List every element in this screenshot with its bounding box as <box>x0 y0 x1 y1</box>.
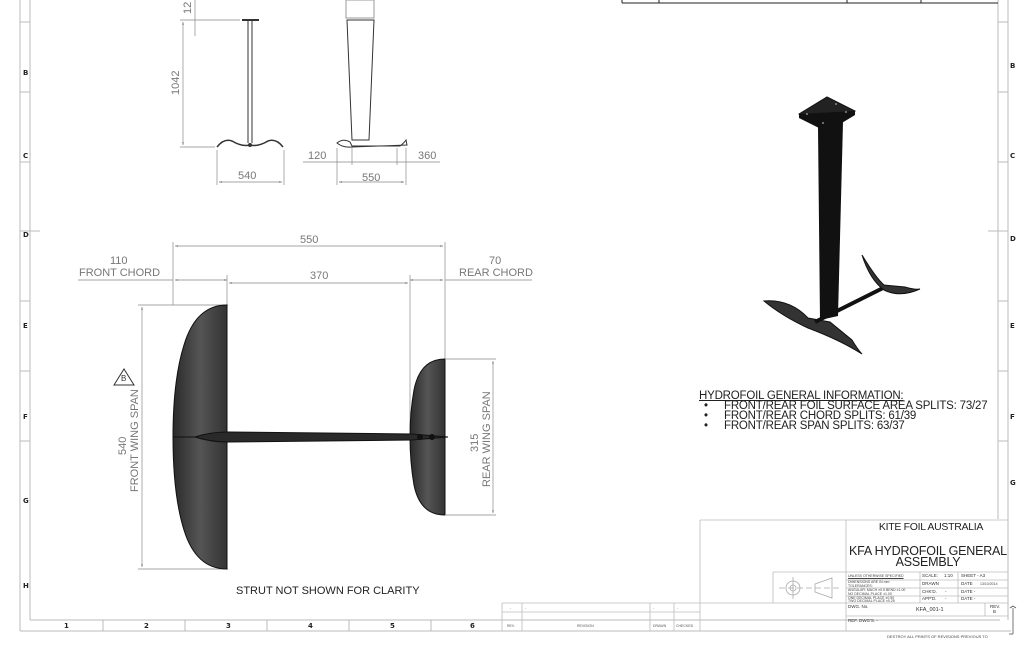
dim-strut-height: 1042 <box>170 70 182 95</box>
destroy-notice: DESTROY ALL PRINTS OF REVISIONS PREVIOUS… <box>887 634 988 639</box>
dim-rear-span-value: 315 <box>469 433 481 452</box>
rev-label: REV. <box>990 604 1001 609</box>
zone-label-f: F <box>23 413 28 421</box>
zone-label-5: 5 <box>390 622 395 630</box>
info-item-chord: FRONT/REAR CHORD SPLITS: 61/39 <box>704 410 987 422</box>
dim-rear-span-label: REAR WING SPAN <box>481 391 493 487</box>
rev-row-drawn: - <box>653 606 655 610</box>
zone-label-b-right: B <box>1010 62 1016 70</box>
scale-label: SCALE: <box>922 573 939 578</box>
tolerance-line-5: ONE DECIMAL PLACE ±0.50 <box>848 596 895 600</box>
zone-label-c: C <box>23 152 29 160</box>
front-view <box>216 19 284 148</box>
iso-view <box>762 96 921 355</box>
appd-date: DATE - <box>961 596 976 601</box>
dim-front-span-value: 540 <box>117 436 129 455</box>
top-view-dims <box>78 242 532 570</box>
revision-table-lines <box>501 602 701 631</box>
sheet-size: SHEET - A3 <box>961 573 986 578</box>
sheet-border <box>19 0 1011 632</box>
rev-row-rev: - <box>510 606 512 610</box>
zone-label-4: 4 <box>308 622 313 630</box>
rev-header-revision: REVISION <box>577 624 594 628</box>
dim-front-chord-value: 110 <box>110 255 128 267</box>
tolerance-heading: UNLESS OTHERWISE SPECIFIED <box>848 574 904 578</box>
side-view-dims <box>303 148 440 185</box>
scale-value: 1:10 <box>944 573 953 578</box>
destroy-notice-bracket <box>1009 605 1017 635</box>
zone-label-d-right: D <box>1010 235 1016 243</box>
drawing-title-line1: KFA HYDROFOIL GENERAL <box>849 544 1007 558</box>
ref-dwgs: REF. DWG'S. - <box>848 618 878 623</box>
zone-label-6: 6 <box>470 622 475 630</box>
zone-label-e-right: E <box>1010 322 1015 330</box>
tolerance-line-4: NO DECIMAL PLACE ±1.00 <box>848 592 892 596</box>
dim-front-chord-label: FRONT CHORD <box>79 267 161 279</box>
general-info-title: HYDROFOIL GENERAL INFORMATION: <box>699 390 904 402</box>
rev-row-revision: - <box>525 606 527 610</box>
zone-label-e: E <box>23 322 28 330</box>
zone-label-c-right: C <box>1010 152 1016 160</box>
dim-overall: 550 <box>300 234 319 246</box>
zone-label-f-right: F <box>1010 413 1015 421</box>
rev-header-checked: CHECKED <box>676 624 694 628</box>
dim-fuselage-length: 550 <box>362 172 381 184</box>
drawing-title: KFA HYDROFOIL GENERAL ASSEMBLY <box>840 544 1016 569</box>
rev-header-drawn: DRAWN <box>653 624 667 628</box>
revision-marker: B <box>121 374 127 383</box>
dwg-no-label: DWG. No. <box>848 604 869 609</box>
drawing-title-line2: ASSEMBLY <box>895 555 961 569</box>
top-table <box>621 0 998 4</box>
drawn-label: DRAWN <box>922 581 939 586</box>
rev-header-rev: REV. <box>507 624 515 628</box>
side-view <box>336 0 408 148</box>
dim-top-plate: 12 <box>182 1 194 14</box>
company-name: KITE FOIL AUSTRALIA <box>878 521 984 533</box>
zone-label-d: D <box>23 231 29 239</box>
tolerance-line-2: TOLERANCES: <box>848 584 873 588</box>
tolerance-line-6: TWO DECIMAL PLACE ±0.25 <box>848 599 895 603</box>
strut-note: STRUT NOT SHOWN FOR CLARITY <box>236 585 420 597</box>
date-value: 13/10/2014 <box>980 582 998 586</box>
top-view-wings <box>172 304 449 570</box>
dim-rear-chord-value: 70 <box>489 255 502 267</box>
zone-label-2: 2 <box>144 622 149 630</box>
tolerance-line-3: ANGULAR: MACH ±0.5 BEND ±1.00 <box>848 588 906 592</box>
chkd-value: - <box>945 589 947 594</box>
appd-value: - <box>945 596 947 601</box>
dim-front-wing-width: 540 <box>238 170 257 182</box>
info-item-span: FRONT/REAR SPAN SPLITS: 63/37 <box>704 420 987 432</box>
zone-label-1: 1 <box>64 622 69 630</box>
zone-label-3: 3 <box>226 622 231 630</box>
info-item-area: FRONT/REAR FOIL SURFACE AREA SPLITS: 73/… <box>704 400 988 412</box>
front-view-dims <box>180 0 285 185</box>
chkd-label: CHK'D. <box>922 589 937 594</box>
zone-label-h: H <box>23 582 29 590</box>
revision-triangle <box>113 368 135 386</box>
dim-front-offset: 120 <box>308 150 327 162</box>
tolerance-line-1: DIMENSIONS ARE IN mm <box>848 580 890 584</box>
zone-label-g-right: G <box>1010 479 1016 487</box>
rev-value: B <box>993 609 997 614</box>
zone-label-b: B <box>23 69 29 77</box>
projection-symbol <box>779 577 840 599</box>
date-label: DATE <box>961 581 973 586</box>
dim-between-wings: 370 <box>310 270 329 282</box>
rev-row-checked: - <box>677 606 679 610</box>
dwg-no-value: KFA_001-1 <box>916 607 944 613</box>
chkd-date: DATE - <box>961 589 976 594</box>
zone-label-g: G <box>23 497 29 505</box>
dim-rear-chord-label: REAR CHORD <box>459 267 533 279</box>
dim-front-span-label: FRONT WING SPAN <box>129 389 141 492</box>
title-block-lines <box>699 519 1008 631</box>
appd-label: APP'D. <box>922 596 937 601</box>
general-info-list: FRONT/REAR FOIL SURFACE AREA SPLITS: 73/… <box>704 400 988 432</box>
dim-rear-offset: 360 <box>418 150 437 162</box>
